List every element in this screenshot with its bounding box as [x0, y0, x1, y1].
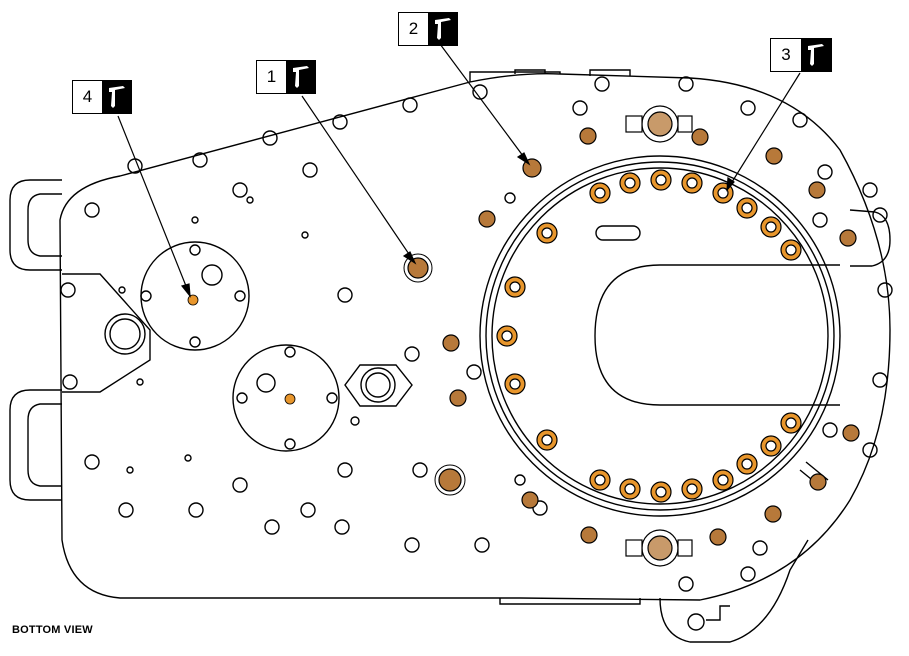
- center-plate: [232, 344, 340, 452]
- grease-gun-icon: [428, 13, 457, 45]
- turret-ring: [479, 155, 841, 517]
- mounting-holes: [60, 76, 893, 592]
- grease-gun-icon: [102, 81, 131, 113]
- callout-number: 2: [408, 19, 419, 38]
- left-bracket-bottom: [9, 389, 62, 501]
- grease-gun-icon: [801, 39, 831, 71]
- top-valve: [625, 105, 693, 143]
- callout-number: 3: [781, 45, 791, 64]
- callout-4: 4: [72, 80, 132, 114]
- callout-3: 3: [770, 38, 832, 72]
- callout-number: 4: [82, 87, 93, 106]
- left-bracket-top: [9, 179, 62, 271]
- leader-lines: [117, 43, 801, 298]
- hex-grease-fittings: [407, 127, 860, 546]
- housing-outline: [59, 72, 891, 601]
- callout-number: 1: [266, 67, 277, 86]
- callout-2: 2: [398, 12, 458, 46]
- grease-gun-icon: [286, 61, 315, 93]
- view-label: BOTTOM VIEW: [12, 624, 93, 636]
- bottom-valve: [625, 529, 693, 567]
- callout-1: 1: [256, 60, 316, 94]
- center-slot: [594, 264, 840, 406]
- ring-grease-fittings: [496, 169, 802, 503]
